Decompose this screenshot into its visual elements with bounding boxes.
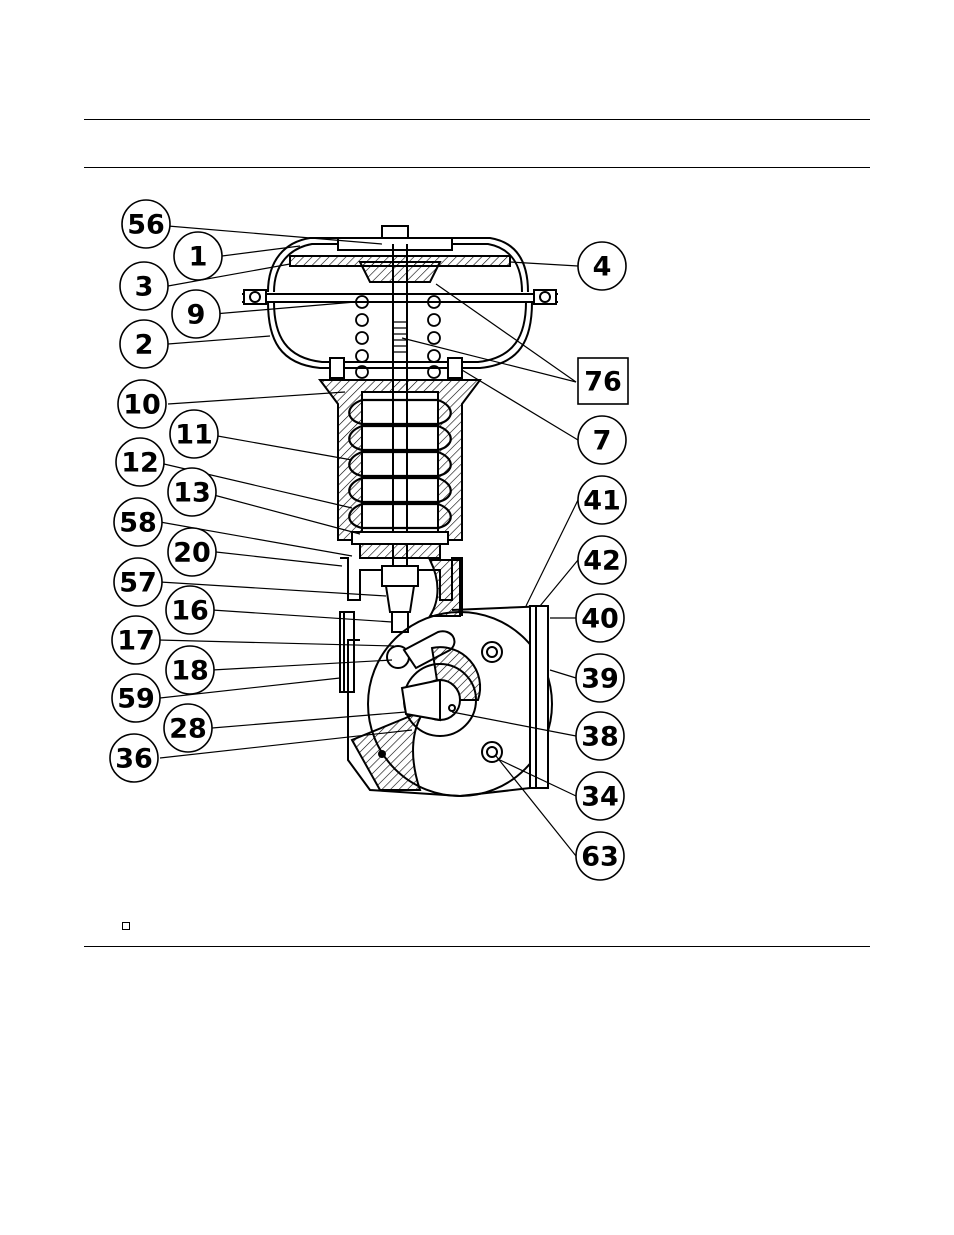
main-spring bbox=[349, 400, 451, 528]
callout-38: 38 bbox=[576, 712, 624, 760]
upper-spring-coils bbox=[356, 296, 440, 378]
callout-9: 9 bbox=[172, 290, 220, 338]
svg-text:20: 20 bbox=[173, 538, 211, 569]
svg-text:18: 18 bbox=[171, 656, 209, 687]
svg-text:63: 63 bbox=[581, 842, 619, 873]
svg-text:9: 9 bbox=[187, 300, 206, 331]
svg-text:58: 58 bbox=[119, 508, 157, 539]
callout-39: 39 bbox=[576, 654, 624, 702]
svg-text:2: 2 bbox=[135, 330, 154, 361]
svg-text:57: 57 bbox=[119, 568, 157, 599]
svg-text:38: 38 bbox=[581, 722, 619, 753]
callout-63: 63 bbox=[576, 832, 624, 880]
svg-text:11: 11 bbox=[175, 420, 213, 451]
svg-text:4: 4 bbox=[593, 252, 612, 283]
callout-40: 40 bbox=[576, 594, 624, 642]
svg-text:12: 12 bbox=[121, 448, 159, 479]
yoke-column bbox=[320, 380, 480, 540]
callout-1: 1 bbox=[174, 232, 222, 280]
callout-11: 11 bbox=[170, 410, 218, 458]
actuator-drawing bbox=[242, 226, 558, 796]
svg-text:56: 56 bbox=[127, 210, 165, 241]
svg-text:1: 1 bbox=[189, 242, 208, 273]
right-side-cover bbox=[530, 606, 548, 788]
stem-connector bbox=[382, 566, 418, 586]
callout-3: 3 bbox=[120, 262, 168, 310]
callout-10: 10 bbox=[118, 380, 166, 428]
svg-text:28: 28 bbox=[169, 714, 207, 745]
svg-text:10: 10 bbox=[123, 390, 161, 421]
svg-text:36: 36 bbox=[115, 744, 153, 775]
svg-text:13: 13 bbox=[173, 478, 211, 509]
callout-7: 7 bbox=[578, 416, 626, 464]
svg-text:16: 16 bbox=[171, 596, 209, 627]
callout-59: 59 bbox=[112, 674, 160, 722]
callout-34: 34 bbox=[576, 772, 624, 820]
svg-text:3: 3 bbox=[135, 272, 154, 303]
callout-36: 36 bbox=[110, 734, 158, 782]
svg-text:42: 42 bbox=[583, 546, 621, 577]
svg-text:41: 41 bbox=[583, 486, 621, 517]
svg-text:40: 40 bbox=[581, 604, 619, 635]
callout-16: 16 bbox=[166, 586, 214, 634]
callout-57: 57 bbox=[114, 558, 162, 606]
callout-41: 41 bbox=[578, 476, 626, 524]
callout-17: 17 bbox=[112, 616, 160, 664]
callout-20: 20 bbox=[168, 528, 216, 576]
callout-4: 4 bbox=[578, 242, 626, 290]
callout-12: 12 bbox=[116, 438, 164, 486]
svg-text:34: 34 bbox=[581, 782, 619, 813]
svg-text:59: 59 bbox=[117, 684, 155, 715]
callout-76: 76 bbox=[578, 358, 628, 404]
callout-18: 18 bbox=[166, 646, 214, 694]
svg-text:7: 7 bbox=[593, 426, 612, 457]
svg-text:76: 76 bbox=[584, 367, 622, 398]
callout-28: 28 bbox=[164, 704, 212, 752]
callout-2: 2 bbox=[120, 320, 168, 368]
callout-56: 56 bbox=[122, 200, 170, 248]
svg-text:39: 39 bbox=[581, 664, 619, 695]
callout-58: 58 bbox=[114, 498, 162, 546]
callout-42: 42 bbox=[578, 536, 626, 584]
svg-text:17: 17 bbox=[117, 626, 155, 657]
callout-13: 13 bbox=[168, 468, 216, 516]
